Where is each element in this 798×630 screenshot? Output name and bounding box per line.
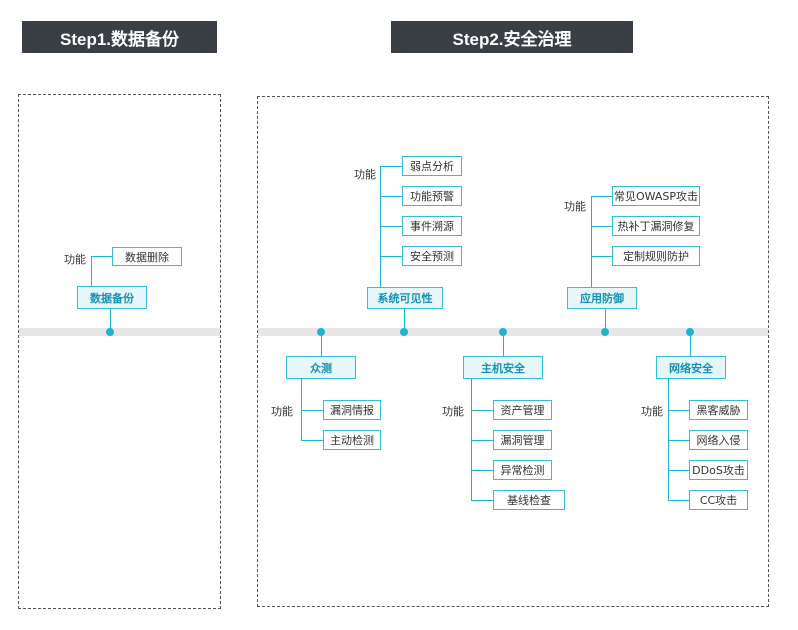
connector	[91, 256, 92, 286]
leaf-item[interactable]: 事件溯源	[402, 216, 462, 236]
timeline-node-app-defense	[601, 328, 609, 336]
category-app-defense[interactable]: 应用防御	[567, 287, 637, 309]
leaf-item[interactable]: 漏洞情报	[323, 400, 381, 420]
connector	[668, 470, 689, 471]
function-label: 功能	[564, 200, 586, 213]
connector	[471, 410, 493, 411]
step1-panel	[18, 94, 221, 609]
function-label: 功能	[354, 168, 376, 181]
connector	[503, 336, 504, 356]
connector	[690, 336, 691, 356]
connector	[471, 379, 472, 500]
connector	[380, 226, 402, 227]
connector	[301, 410, 323, 411]
connector	[380, 166, 402, 167]
timeline-node-network-security	[686, 328, 694, 336]
connector	[668, 410, 689, 411]
leaf-item[interactable]: 漏洞管理	[493, 430, 552, 450]
timeline-node-data-backup	[106, 328, 114, 336]
connector	[404, 309, 405, 329]
leaf-item[interactable]: 弱点分析	[402, 156, 462, 176]
function-label: 功能	[64, 253, 86, 266]
connector	[301, 379, 302, 440]
function-label: 功能	[442, 405, 464, 418]
connector	[110, 309, 111, 329]
leaf-item[interactable]: 常见OWASP攻击	[612, 186, 700, 206]
leaf-item[interactable]: CC攻击	[689, 490, 748, 510]
step2-timeline	[258, 328, 768, 336]
connector	[668, 379, 669, 500]
connector	[591, 256, 612, 257]
connector	[591, 226, 612, 227]
leaf-item[interactable]: 资产管理	[493, 400, 552, 420]
step2-header: Step2.安全治理	[391, 21, 633, 53]
timeline-node-host-security	[499, 328, 507, 336]
category-data-backup[interactable]: 数据备份	[77, 286, 147, 309]
step2-panel	[257, 96, 769, 607]
connector	[668, 440, 689, 441]
function-label: 功能	[271, 405, 293, 418]
category-system-visibility[interactable]: 系统可见性	[367, 287, 443, 309]
connector	[471, 470, 493, 471]
leaf-item[interactable]: 定制规则防护	[612, 246, 700, 266]
category-host-security[interactable]: 主机安全	[463, 356, 543, 379]
category-network-security[interactable]: 网络安全	[656, 356, 726, 379]
leaf-item[interactable]: 异常检测	[493, 460, 552, 480]
leaf-item[interactable]: 基线检查	[493, 490, 565, 510]
timeline-node-crowd-test	[317, 328, 325, 336]
connector	[591, 196, 592, 287]
leaf-item[interactable]: 热补丁漏洞修复	[612, 216, 700, 236]
timeline-node-system-visibility	[400, 328, 408, 336]
leaf-item[interactable]: 功能预警	[402, 186, 462, 206]
connector	[380, 256, 402, 257]
connector	[591, 196, 612, 197]
connector	[301, 440, 323, 441]
step1-timeline	[19, 328, 220, 336]
connector	[605, 309, 606, 329]
function-label: 功能	[641, 405, 663, 418]
connector	[471, 500, 493, 501]
leaf-item[interactable]: 主动检测	[323, 430, 381, 450]
leaf-item[interactable]: 黑客威胁	[689, 400, 748, 420]
leaf-item[interactable]: 网络入侵	[689, 430, 748, 450]
connector	[471, 440, 493, 441]
connector	[668, 500, 689, 501]
category-crowd-test[interactable]: 众测	[286, 356, 356, 379]
connector	[91, 256, 112, 257]
connector	[380, 196, 402, 197]
connector	[321, 336, 322, 356]
step1-header: Step1.数据备份	[22, 21, 217, 53]
leaf-item[interactable]: 数据删除	[112, 247, 182, 266]
leaf-item[interactable]: 安全预测	[402, 246, 462, 266]
leaf-item[interactable]: DDoS攻击	[689, 460, 748, 480]
